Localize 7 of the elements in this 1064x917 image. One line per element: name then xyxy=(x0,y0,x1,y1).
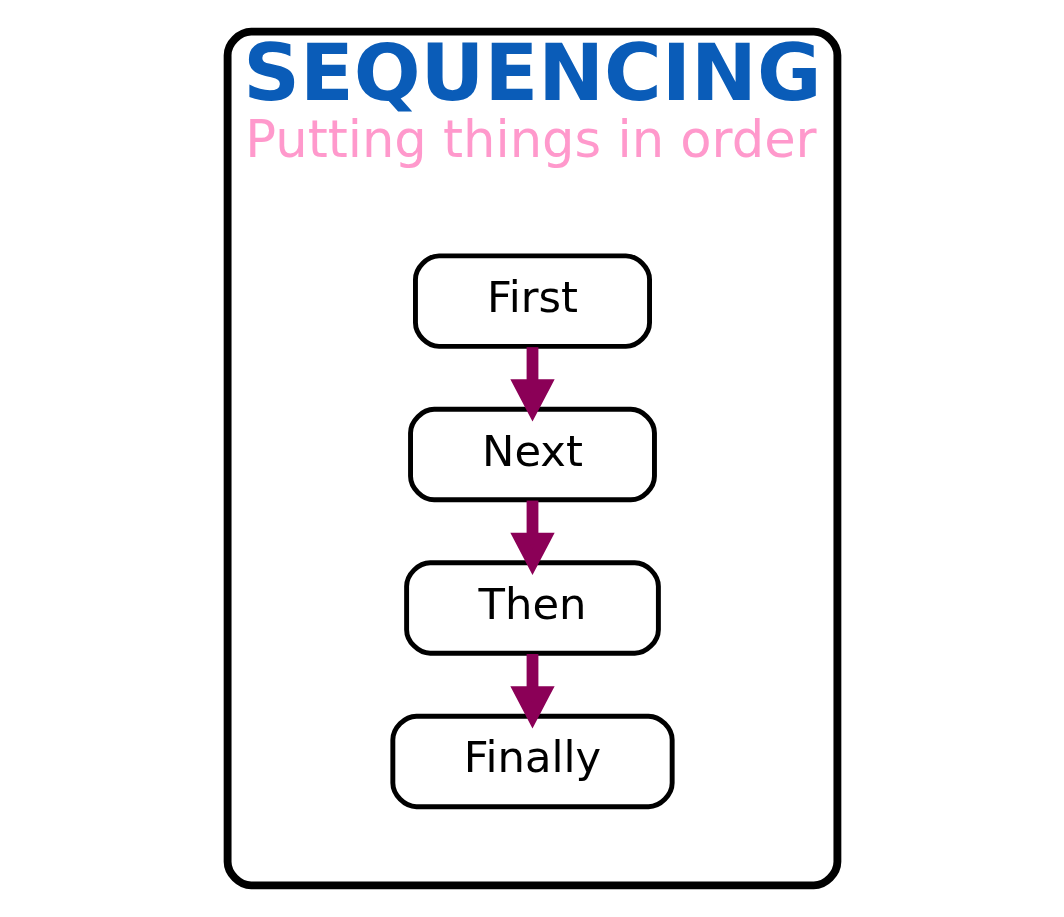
arrow xyxy=(509,347,555,422)
node-box: Next xyxy=(407,406,657,503)
node-box: First xyxy=(412,253,652,349)
node-box: Then xyxy=(403,560,661,656)
node-box: Finally xyxy=(389,713,675,810)
arrow xyxy=(509,500,555,575)
arrow xyxy=(509,654,555,729)
